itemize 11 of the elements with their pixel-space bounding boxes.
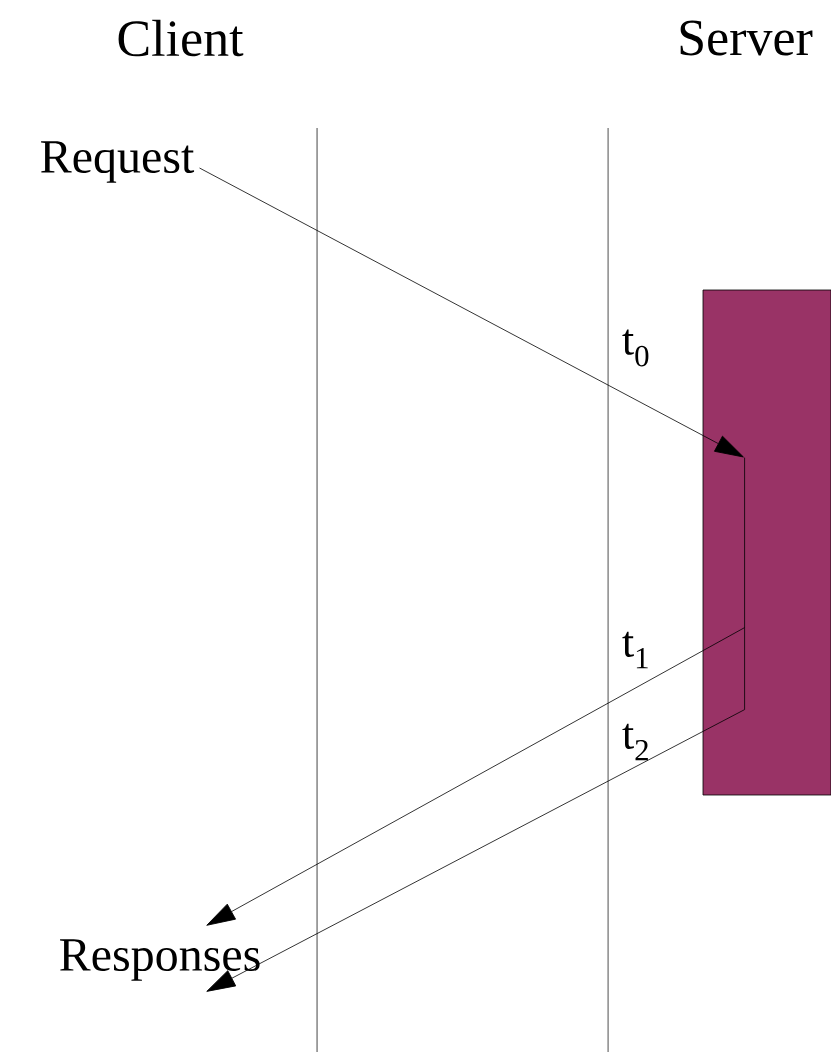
lane-heading: Server xyxy=(680,20,813,56)
time-label: t$_{1}$ xyxy=(622,631,648,669)
arrow xyxy=(206,709,745,992)
text-label: Request xyxy=(41,141,195,183)
lane-heading: Client xyxy=(118,19,244,57)
time-label: t$_{2}$ xyxy=(622,723,648,761)
text-label: Responses xyxy=(60,939,260,981)
process-box xyxy=(702,289,831,796)
arrow xyxy=(199,167,744,458)
arrow xyxy=(206,627,745,926)
time-label: t$_{0}$ xyxy=(622,329,649,367)
